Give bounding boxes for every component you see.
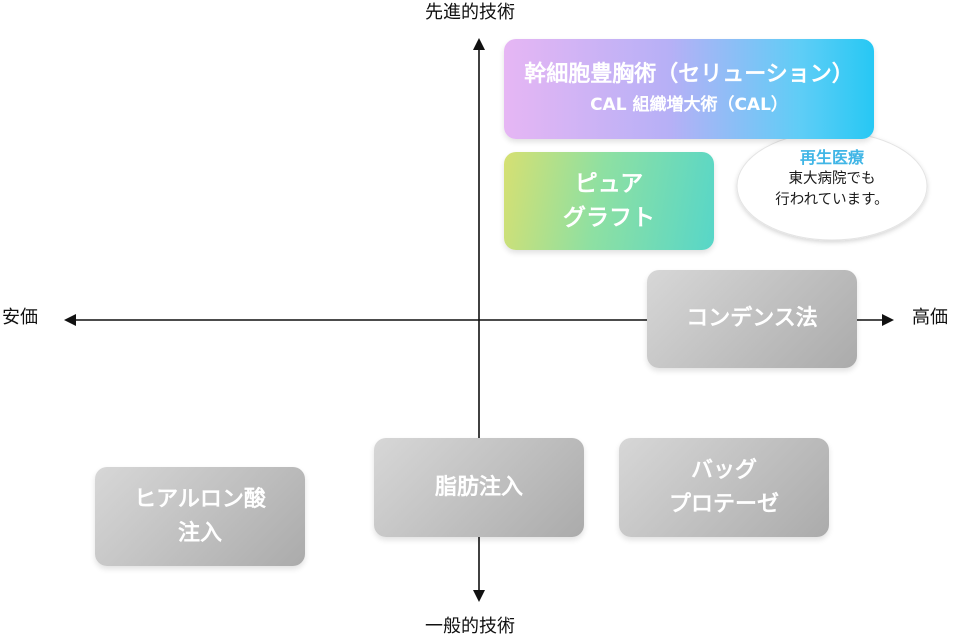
arrow-right-icon [882,314,894,326]
axis-label-left: 安価 [2,307,38,328]
box-condense-method: コンデンス法 [647,270,857,368]
bubble-heading: 再生医療 [799,148,864,167]
box-puregraft: ピュア グラフト [504,152,714,250]
box-stem-cell-breast-augmentation: 幹細胞豊胸術（セリューション） CAL 組織増大術（CAL） [504,39,874,139]
axis-label-bottom: 一般的技術 [425,616,515,637]
bag-line1: バッグ [690,457,757,483]
condense-line1: コンデンス法 [686,306,818,331]
bubble-line2: 行われています。 [775,192,889,208]
arrow-down-icon [473,590,485,602]
box-hyaluronic-acid-injection: ヒアルロン酸 注入 [95,467,305,566]
hyaluronic-line1: ヒアルロン酸 [134,486,266,512]
stem-cell-line2: CAL 組織増大術（CAL） [590,95,788,115]
puregraft-line2: グラフト [563,205,655,231]
fat-injection-line1: 脂肪注入 [434,474,523,500]
stem-cell-line1: 幹細胞豊胸術（セリューション） [524,62,854,87]
box-fat-injection: 脂肪注入 [374,438,584,537]
axis-label-top: 先進的技術 [425,2,515,23]
hyaluronic-line2: 注入 [177,520,222,546]
box-bag-prosthesis: バッグ プロテーゼ [619,438,829,537]
arrow-up-icon [473,38,485,50]
speech-bubble-text: 再生医療 東大病院でも 行われています。 [742,146,922,211]
bubble-line1: 東大病院でも [788,171,876,187]
bag-line2: プロテーゼ [668,491,779,517]
arrow-left-icon [64,314,76,326]
puregraft-line1: ピュア [574,171,644,197]
axis-label-right: 高価 [912,307,948,328]
